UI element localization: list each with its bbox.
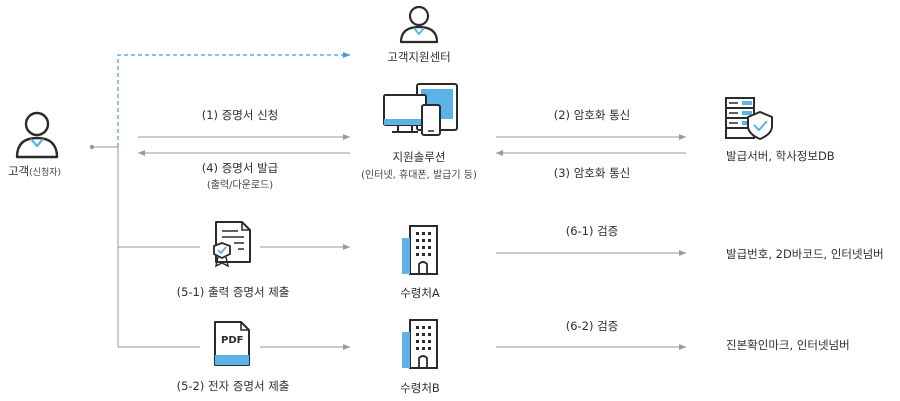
verify-b-label: (6-2) 검증 [565, 319, 619, 333]
support-center-label: 고객지원센터 [387, 50, 451, 64]
encrypt-out-label: (2) 암호화 통신 [553, 108, 631, 122]
customer-connector [89, 144, 200, 348]
server-shield-icon [725, 97, 773, 141]
devices-icon [383, 83, 458, 136]
printed-certificate-icon [213, 221, 251, 268]
solution-sub-label: (인터넷, 휴대폰, 발급기 등) [361, 170, 477, 181]
verify-b-methods: 진본확인마크, 인터넷넘버 [726, 338, 850, 352]
submit-print-label: (5-1) 출력 증명서 제출 [176, 285, 290, 299]
pdf-icon-text: PDF [221, 335, 244, 346]
recipient-b-label: 수령처B [400, 381, 440, 395]
support-center-person-icon [399, 5, 439, 44]
building-icon-b [402, 319, 438, 369]
submit-electronic-label: (5-2) 전자 증명서 제출 [176, 379, 290, 393]
verify-a-label: (6-1) 검증 [565, 224, 619, 238]
server-label: 발급서버, 학사정보DB [726, 149, 835, 163]
support-center-dashed-arrow [117, 52, 350, 147]
issue-sub-label: (출력/다운로드) [206, 180, 274, 191]
customer-person-icon [15, 111, 59, 159]
encrypt-in-label: (3) 암호화 통신 [553, 166, 631, 180]
issue-label: (4) 증명서 발급 [201, 161, 279, 175]
solution-label: 지원솔루션 [392, 150, 446, 164]
recipient-a-label: 수령처A [400, 286, 440, 300]
customer-label: 고객(신청자) [8, 163, 61, 179]
building-icon-a [402, 225, 438, 275]
verify-a-methods: 발급번호, 2D바코드, 인터넷넘버 [726, 247, 884, 261]
customer-name: 고객 [8, 164, 30, 178]
pdf-document-icon [214, 321, 250, 366]
customer-sub: (신청자) [29, 168, 62, 178]
apply-label: (1) 증명서 신청 [201, 108, 279, 122]
